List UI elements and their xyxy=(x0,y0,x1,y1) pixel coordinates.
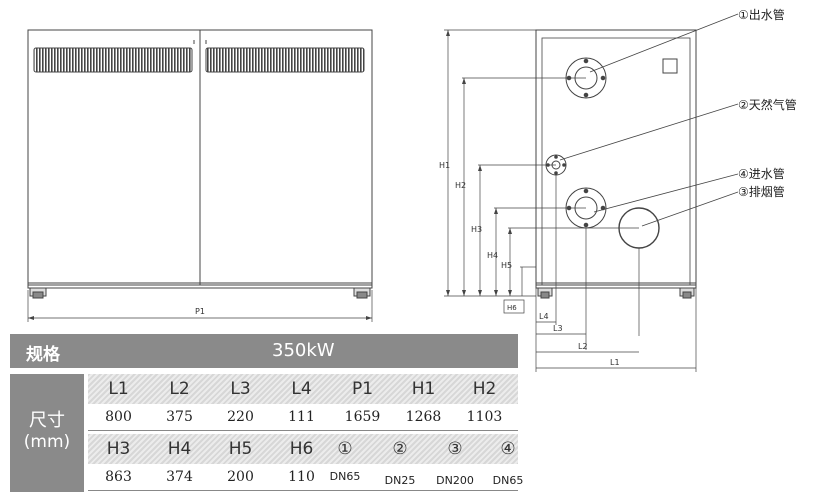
spec-header: 规格 350kW xyxy=(10,334,518,368)
header-cell: L2 xyxy=(169,379,190,399)
length-dimensions xyxy=(535,175,697,372)
value-cell: 110 xyxy=(288,469,315,485)
dimension-side-label: 尺寸 (mm) xyxy=(10,374,84,492)
door-handle-marks xyxy=(193,40,207,44)
value-cell: 1103 xyxy=(466,409,503,425)
caster-side-left xyxy=(537,287,553,299)
callout-inlet-pipe: ④进水管 xyxy=(738,166,785,181)
leader-inlet xyxy=(593,173,739,213)
callout-exhaust-pipe: ③排烟管 xyxy=(738,184,785,199)
louver-left xyxy=(33,47,193,73)
leader-outlet xyxy=(589,13,739,73)
dim-label-h3: H3 xyxy=(471,225,482,234)
dim-label-h4: H4 xyxy=(487,251,498,260)
value-cell: DN200 xyxy=(436,474,474,487)
header-cell: L4 xyxy=(291,379,312,399)
value-cell: DN65 xyxy=(329,470,361,483)
header-cell: ② xyxy=(392,439,408,459)
header-cell: ④ xyxy=(500,439,516,459)
dim-label-l3: L3 xyxy=(553,324,563,333)
height-dimensions xyxy=(444,29,639,297)
front-view xyxy=(27,29,373,322)
caster-left xyxy=(29,287,47,299)
louver-right xyxy=(205,47,365,73)
unit-label: (mm) xyxy=(23,432,71,452)
dimension-label: 尺寸 xyxy=(29,410,65,431)
dim-label-l4: L4 xyxy=(539,312,549,321)
leader-gas xyxy=(559,103,739,161)
value-cell: 374 xyxy=(166,469,193,485)
value-cell: 800 xyxy=(105,409,132,425)
header-cell: H2 xyxy=(472,379,497,399)
header-cell: H3 xyxy=(106,439,131,459)
value-cell: DN65 xyxy=(492,474,524,487)
dim-label-h1: H1 xyxy=(439,161,450,170)
side-outline xyxy=(535,29,697,286)
header-cell: P1 xyxy=(351,379,374,399)
header-cell: ① xyxy=(337,439,353,459)
value-row-2: 863 374 200 110 DN65 DN25 DN200 DN65 xyxy=(88,464,523,491)
header-cell: H1 xyxy=(411,379,436,399)
callout-outlet-pipe: ①出水管 xyxy=(738,7,785,22)
spec-value: 350kW xyxy=(272,340,335,361)
vent-square xyxy=(662,58,678,74)
dim-label-h5: H5 xyxy=(501,261,512,270)
side-inner-frame xyxy=(541,37,691,286)
caster-side-right xyxy=(679,287,695,299)
outlet-pipe-flange xyxy=(565,57,607,99)
header-cell: ③ xyxy=(447,439,463,459)
base-frame xyxy=(27,282,373,289)
value-cell: 200 xyxy=(227,469,254,485)
dim-label-p1: P1 xyxy=(195,307,205,316)
h6-box xyxy=(503,299,525,314)
value-cell: 863 xyxy=(105,469,132,485)
value-cell: 1268 xyxy=(405,409,442,425)
header-cell: L1 xyxy=(108,379,129,399)
header-cell: H6 xyxy=(289,439,314,459)
side-base xyxy=(535,282,697,289)
header-cell: H5 xyxy=(228,439,253,459)
caster-right xyxy=(353,287,371,299)
value-row-1: 800 375 220 111 1659 1268 1103 xyxy=(88,404,518,431)
header-cell: L3 xyxy=(230,379,251,399)
dim-label-h6: H6 xyxy=(507,304,517,312)
header-row-2: H3 H4 H5 H6 ① ② ③ ④ xyxy=(88,434,518,464)
header-cell: H4 xyxy=(167,439,192,459)
value-cell: 375 xyxy=(166,409,193,425)
spec-label: 规格 xyxy=(26,345,60,365)
leader-exhaust xyxy=(641,191,739,227)
value-cell: 111 xyxy=(288,409,315,425)
dim-label-l1: L1 xyxy=(610,358,620,367)
side-view xyxy=(444,13,739,372)
dim-label-l2: L2 xyxy=(578,342,588,351)
dim-label-h2: H2 xyxy=(455,181,466,190)
value-cell: 1659 xyxy=(344,409,381,425)
value-cell: 220 xyxy=(227,409,254,425)
value-cell: DN25 xyxy=(384,474,416,487)
header-row-1: L1 L2 L3 L4 P1 H1 H2 xyxy=(88,374,518,404)
callout-gas-pipe: ②天然气管 xyxy=(738,97,797,112)
